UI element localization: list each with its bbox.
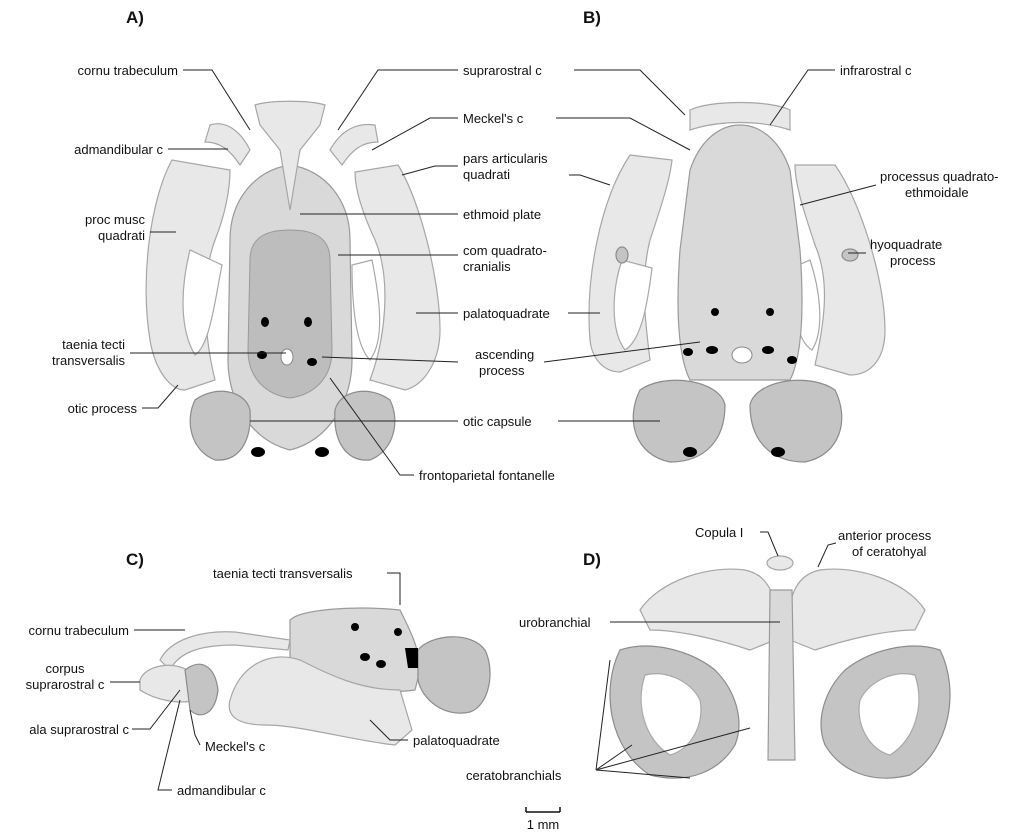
d-left-ceratohyal: [640, 569, 776, 650]
label-admandibular-c-c: admandibular c: [177, 783, 266, 798]
label-proc-musc-quadrati-line1: proc musc: [85, 212, 145, 227]
leader: [402, 166, 458, 175]
leader: [574, 70, 685, 115]
b-left-process: [616, 247, 628, 263]
b-foramen: [683, 348, 693, 356]
leader: [183, 70, 250, 130]
scale-bar: 1 mm: [526, 807, 560, 832]
a-foramen: [307, 358, 317, 366]
c-foramen: [394, 628, 402, 636]
a-frontoparietal-fontanelle: [248, 230, 332, 398]
b-median-foramen: [732, 347, 752, 363]
label-infrarostral-c: infrarostral c: [840, 63, 912, 78]
leader: [372, 118, 458, 150]
label-ala-suprarostral: ala suprarostral c: [29, 722, 129, 737]
b-hyoquadrate-process: [842, 249, 858, 261]
label-processus-qe-line1: processus quadrato-: [880, 169, 999, 184]
label-ceratobranchials: ceratobranchials: [466, 768, 562, 783]
a-right-meckel: [330, 124, 378, 165]
label-meckels-c-c: Meckel's c: [205, 739, 266, 754]
c-foramen: [360, 653, 370, 661]
label-cornu-trabeculum-a: cornu trabeculum: [78, 63, 178, 78]
leader: [556, 118, 690, 150]
label-ethmoid-plate: ethmoid plate: [463, 207, 541, 222]
label-hyoquadrate-line2: process: [890, 253, 936, 268]
panel-label-d: D): [583, 550, 601, 569]
label-otic-capsule: otic capsule: [463, 414, 532, 429]
label-hyoquadrate-line1: hyoquadrate: [870, 237, 942, 252]
b-foramen: [766, 308, 774, 316]
label-corpus-suprarostral-line2: suprarostral c: [26, 677, 105, 692]
a-left-otic-capsule: [190, 391, 250, 460]
a-left-meckel: [205, 124, 250, 165]
panel-label-b: B): [583, 8, 601, 27]
leader: [338, 70, 458, 130]
label-corpus-suprarostral-line1: corpus: [45, 661, 85, 676]
label-meckels-c: Meckel's c: [463, 111, 524, 126]
b-foramen: [711, 308, 719, 316]
label-pars-articularis-line1: pars articularis: [463, 151, 548, 166]
c-otic-capsule: [418, 637, 490, 713]
label-urobranchial: urobranchial: [519, 615, 591, 630]
a-foramen: [257, 351, 267, 359]
scale-bar-label: 1 mm: [527, 817, 560, 832]
a-foramen: [251, 447, 265, 457]
leader: [596, 660, 610, 770]
d-urobranchial: [768, 590, 795, 760]
c-meckels: [185, 664, 218, 715]
label-com-quadrato-line2: cranialis: [463, 259, 511, 274]
leader: [387, 573, 400, 605]
d-copula-i: [767, 556, 793, 570]
a-left-fenestra: [183, 250, 222, 355]
label-suprarostral-c: suprarostral c: [463, 63, 542, 78]
label-ascending-line1: ascending: [475, 347, 534, 362]
label-admandibular-c-a: admandibular c: [74, 142, 163, 157]
label-ascending-line2: process: [479, 363, 525, 378]
label-cornu-trabeculum-c: cornu trabeculum: [29, 623, 129, 638]
label-taenia-tecti-transversalis-c: taenia tecti transversalis: [213, 566, 353, 581]
leader: [569, 175, 610, 185]
panel-label-c: C): [126, 550, 144, 569]
leader: [760, 532, 778, 556]
label-palatoquadrate-c: palatoquadrate: [413, 733, 500, 748]
b-foramen: [706, 346, 718, 354]
label-processus-qe-line2: ethmoidale: [905, 185, 969, 200]
leader: [142, 385, 178, 408]
label-palatoquadrate: palatoquadrate: [463, 306, 550, 321]
label-copula-i: Copula I: [695, 525, 743, 540]
label-proc-musc-quadrati-line2: quadrati: [98, 228, 145, 243]
panel-label-a: A): [126, 8, 144, 27]
label-otic-process: otic process: [68, 401, 138, 416]
label-anterior-process-line1: anterior process: [838, 528, 932, 543]
b-neurocranium: [678, 125, 802, 380]
c-foramen: [351, 623, 359, 631]
label-pars-articularis-line2: quadrati: [463, 167, 510, 182]
a-foramen: [261, 317, 269, 327]
panel-d-specimen: [610, 556, 950, 778]
label-taenia-tecti-line1: taenia tecti: [62, 337, 125, 352]
b-foramen: [683, 447, 697, 457]
label-com-quadrato-line1: com quadrato-: [463, 243, 547, 258]
a-foramen: [315, 447, 329, 457]
leader: [818, 543, 836, 567]
leader: [596, 745, 632, 770]
c-foramen: [376, 660, 386, 668]
a-median-foramen: [281, 349, 293, 365]
b-foramen: [771, 447, 785, 457]
d-right-ceratohyal: [789, 569, 925, 650]
panel-b-specimen: [589, 103, 885, 463]
a-foramen: [304, 317, 312, 327]
b-foramen: [762, 346, 774, 354]
label-taenia-tecti-line2: transversalis: [52, 353, 125, 368]
b-right-otic-capsule: [750, 380, 842, 462]
panel-a-specimen: [146, 101, 440, 460]
a-right-fenestra: [352, 260, 380, 360]
label-frontoparietal-fontanelle: frontoparietal fontanelle: [419, 468, 555, 483]
label-anterior-process-line2: of ceratohyal: [852, 544, 927, 559]
b-foramen: [787, 356, 797, 364]
